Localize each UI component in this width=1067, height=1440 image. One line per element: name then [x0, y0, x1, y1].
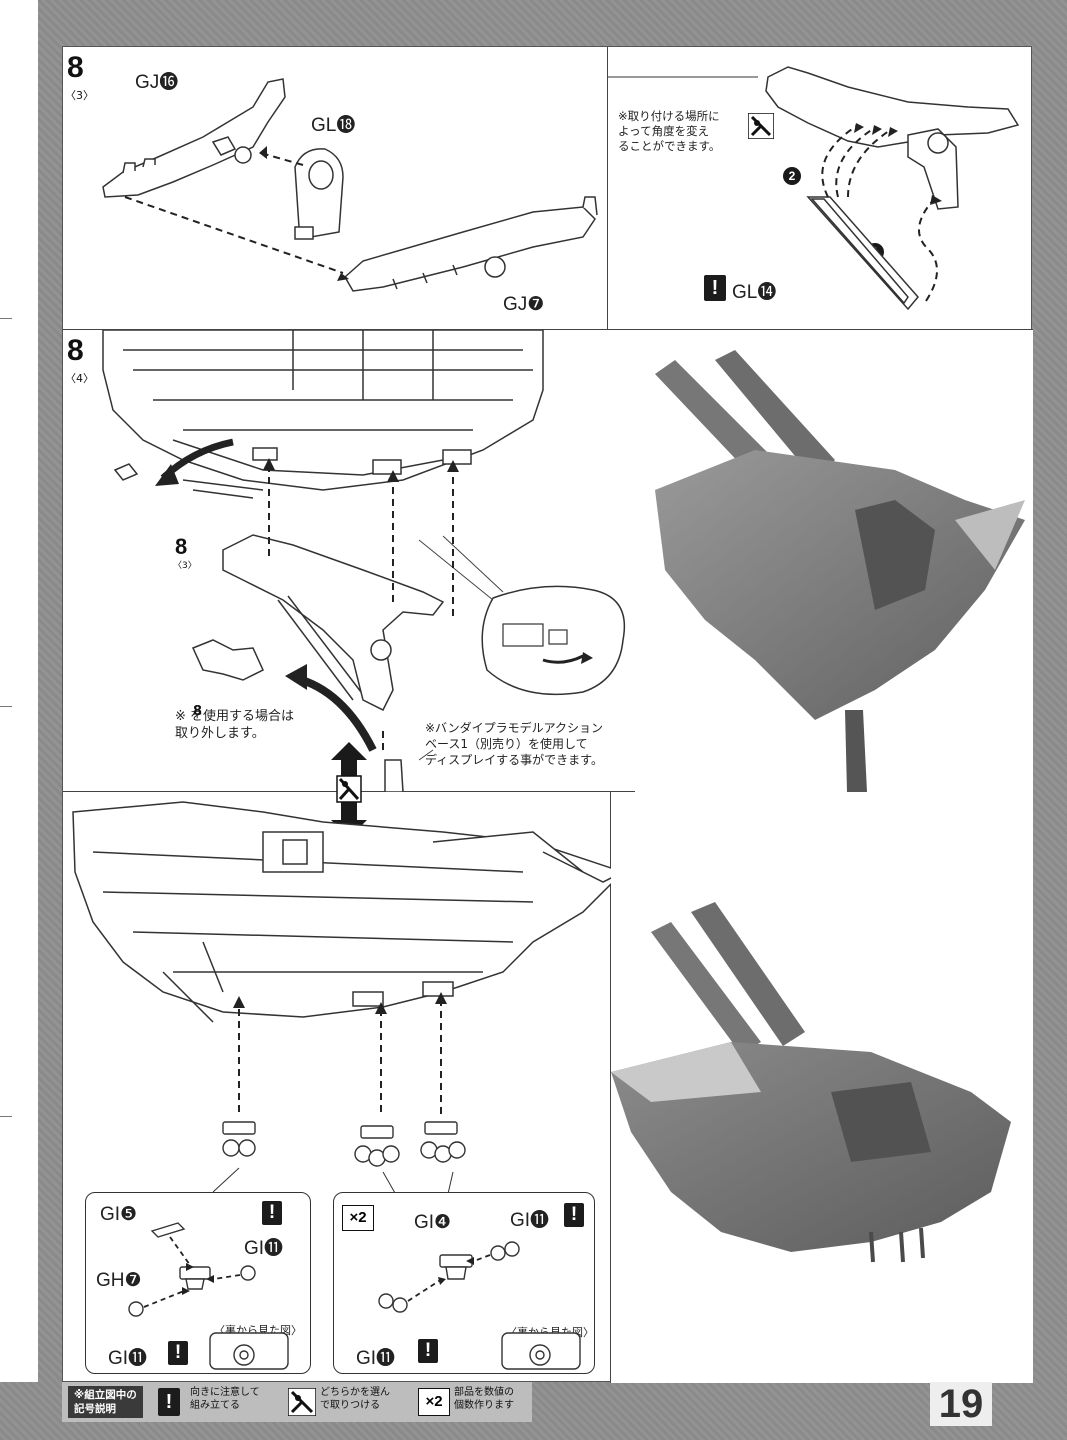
- step-number: 8: [67, 51, 84, 84]
- part-label-gj7: GJ❼: [503, 294, 545, 315]
- substep-number: 〈4〉: [65, 372, 94, 385]
- reference-substep: 〈3〉: [173, 561, 197, 571]
- part-label-gi11-bottom: GI⓫: [108, 1348, 148, 1369]
- page-number: 19: [930, 1382, 992, 1426]
- landing-gear-panel: GI❺ ! GI⓫ GH❼ 〈裏から見た図〉 GI⓫ !: [63, 792, 611, 1383]
- legend-choose-icon: [288, 1388, 316, 1416]
- step-number: 8: [67, 334, 84, 367]
- left-page-edge: [0, 0, 38, 1382]
- part-label-gh7: GH❼: [96, 1270, 142, 1291]
- part-label-gi5: GI❺: [100, 1204, 138, 1225]
- legend-caution-icon: !: [158, 1388, 180, 1416]
- caution-mark-icon: !: [168, 1341, 188, 1365]
- part-label-gl14: GL⓮: [732, 282, 777, 303]
- product-photo-upper: [635, 330, 1033, 793]
- legend-title: ※組立図中の 記号説明: [68, 1386, 143, 1418]
- manual-page: 8 〈3〉 GJ⓰ GL⓲ GJ❼: [62, 46, 1033, 1383]
- step-8-3-detail-panel: ※取り付ける場所に よって角度を変え ることができます。 ! GL⓮ 1 2: [608, 47, 1033, 330]
- part-label-gj16: GJ⓰: [135, 72, 179, 93]
- legend-choose-text: どちらかを選ん で取りつける: [320, 1387, 390, 1411]
- remove-note: ※ を使用する場合は 取り外します。: [175, 709, 295, 741]
- symbol-legend: ※組立図中の 記号説明 ! 向きに注意して 組み立てる どちらかを選ん で取りつ…: [62, 1382, 532, 1422]
- step-8-3-attach-diagram: [608, 66, 1020, 311]
- part-label-gl18: GL⓲: [311, 115, 356, 136]
- arrow-step-2-icon: 2: [783, 167, 801, 185]
- step-8-4-panel: 8 〈4〉 8 〈3〉 ※ を使用する場合は 取り外します。 8 ※バンダイプラ…: [63, 330, 635, 792]
- step-8-3-panel: 8 〈3〉 GJ⓰ GL⓲ GJ❼: [63, 47, 608, 330]
- step-8-3-parts-diagram: [102, 78, 598, 292]
- part-label-gi11-top: GI⓫: [244, 1238, 284, 1259]
- choose-symbol-icon: [748, 113, 774, 139]
- angle-note: ※取り付ける場所に よって角度を変え ることができます。: [618, 109, 721, 153]
- step-8-4-assembly-diagram: [102, 330, 626, 792]
- caution-mark-icon: !: [262, 1201, 282, 1225]
- rear-gear-subassembly: ×2 GI❹ GI⓫ ! 〈裏から見た図〉 GI⓫ !: [333, 1192, 595, 1374]
- substep-number: 〈3〉: [65, 89, 94, 102]
- action-base-note: ※バンダイプラモデルアクション ベース1（別売り）を使用して ディスプレイする事…: [425, 721, 604, 767]
- product-photo-lower: [611, 792, 1033, 1383]
- part-label-gi4: GI❹: [414, 1212, 452, 1233]
- part-label-gi11-bottom: GI⓫: [356, 1348, 396, 1369]
- remove-ref-step: 8: [193, 704, 203, 719]
- front-gear-subassembly: GI❺ ! GI⓫ GH❼ 〈裏から見た図〉 GI⓫ !: [85, 1192, 311, 1374]
- part-label-gi11-top: GI⓫: [510, 1210, 550, 1231]
- legend-caution-text: 向きに注意して 組み立てる: [190, 1387, 260, 1411]
- caution-mark-icon: !: [564, 1203, 584, 1227]
- multiple-x2-icon: ×2: [342, 1205, 374, 1231]
- caution-mark-icon: !: [704, 275, 726, 301]
- caution-mark-icon: !: [418, 1339, 438, 1363]
- legend-multiple-text: 部品を数値の 個数作ります: [454, 1387, 514, 1411]
- legend-multiple-icon: ×2: [418, 1388, 450, 1416]
- reference-step-number: 8: [175, 534, 188, 559]
- landing-gear-assembly-diagram: [72, 801, 611, 1208]
